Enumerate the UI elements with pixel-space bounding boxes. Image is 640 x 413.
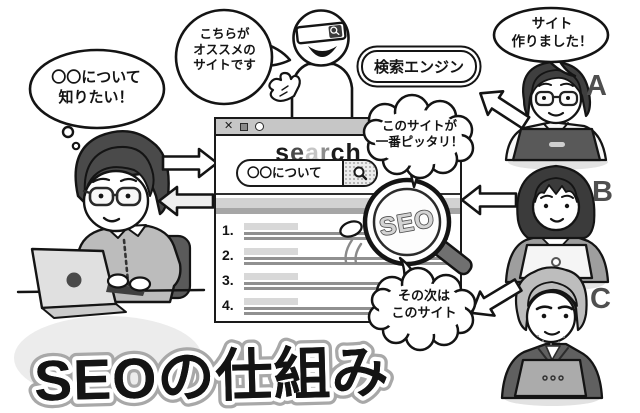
- maximize-icon: [255, 122, 265, 131]
- minimize-icon: [240, 122, 249, 131]
- search-icon: [353, 166, 368, 181]
- desk-shadow: [14, 316, 202, 400]
- author-a-person: [504, 60, 608, 162]
- magnifier-hand-left: [339, 220, 363, 238]
- author-c-person: [500, 266, 604, 400]
- engine-speech-text: こちらが オススメの サイトです: [193, 27, 256, 73]
- svg-text:SEOの仕組み: SEOの仕組み: [33, 340, 390, 413]
- header-band-light: [216, 198, 460, 208]
- robot-visor: [295, 21, 347, 45]
- user-person: [16, 130, 206, 319]
- next-site-text: その次は このサイト: [391, 288, 457, 320]
- robot-waving-hand: [268, 71, 301, 103]
- robot-mouth: [308, 46, 337, 57]
- visor-magnifier-icon: [330, 26, 340, 35]
- next-site-bubble: [367, 256, 477, 352]
- author-a-label: A: [586, 70, 607, 102]
- best-match-text: このサイトが 一番ピッタリ！: [375, 119, 464, 150]
- page-title: SEOの仕組み SEOの仕組み SEOの仕組み: [26, 333, 398, 413]
- search-engine-robot: [268, 9, 354, 121]
- engine-speech-bubble: [174, 8, 292, 106]
- result-row: 3.: [222, 273, 456, 290]
- author-a-laptop: [511, 127, 602, 162]
- result-row: 4.: [222, 298, 456, 315]
- author-b-person: [504, 164, 610, 284]
- author-a-speech-bubble: [492, 6, 610, 78]
- stubble: [537, 335, 565, 345]
- author-b-label: B: [592, 176, 613, 208]
- svg-text:SEOの仕組み: SEOの仕組み: [33, 340, 390, 413]
- content-divider: [216, 193, 460, 195]
- best-match-bubble: [362, 93, 475, 189]
- motion-line: [344, 238, 354, 264]
- search-button: [342, 161, 376, 185]
- author-c-laptop: [513, 358, 588, 398]
- author-a-speech-text: サイト 作りました！: [511, 16, 593, 49]
- thought-bubble: [28, 48, 166, 151]
- author-c-label: C: [590, 283, 611, 315]
- header-band-dark: [216, 208, 460, 214]
- close-icon: ✕: [224, 120, 234, 132]
- user-laptop: [30, 247, 146, 319]
- search-query: 〇〇について: [247, 166, 322, 180]
- search-engine-label: 検索エンジン: [361, 50, 478, 83]
- motion-line: [354, 242, 363, 265]
- search-input: 〇〇について: [236, 159, 378, 187]
- user-thought-bubble-text: 〇〇について 知りたい！: [51, 69, 141, 106]
- laptop-logo: [66, 272, 82, 288]
